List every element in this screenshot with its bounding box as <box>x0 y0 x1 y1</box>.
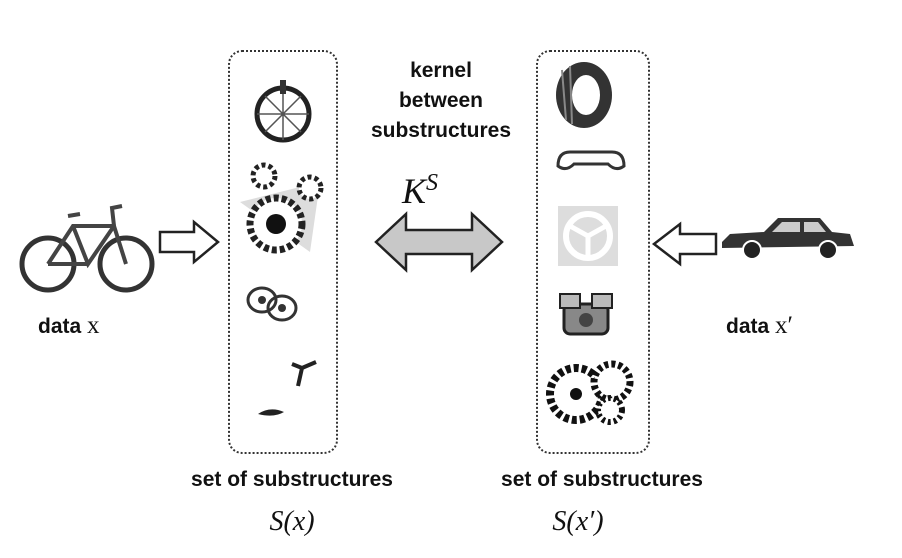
steering-wheel-icon <box>558 206 618 266</box>
kernel-symbol: KS <box>402 170 439 211</box>
left-arrow-icon <box>651 221 718 267</box>
bicycle-gears-icon <box>240 162 324 254</box>
double-arrow-icon <box>374 211 504 273</box>
left-set-math: S(x) <box>269 506 315 537</box>
right-substructure-box <box>536 50 650 454</box>
data-x-prime-label: data x′ <box>726 312 793 339</box>
left-substructure-box <box>228 50 338 454</box>
bicycle-icon <box>19 204 155 293</box>
right-arrow-icon <box>158 219 220 265</box>
chain-icon <box>246 286 298 322</box>
data-x-label: data x <box>38 312 100 339</box>
kernel-label: kernel between substructures <box>370 59 512 142</box>
tire-icon <box>556 62 612 128</box>
right-set-math: S(x′) <box>552 506 604 537</box>
left-set-label: set of substructures <box>191 468 393 491</box>
car-gears-icon <box>546 360 634 425</box>
handlebar-icon <box>291 360 317 387</box>
bumper-icon <box>556 150 626 171</box>
bicycle-wheel-icon <box>254 80 312 143</box>
car-icon <box>722 218 854 260</box>
saddle-icon <box>258 409 284 416</box>
right-set-label: set of substructures <box>501 468 703 491</box>
engine-icon <box>559 293 613 336</box>
